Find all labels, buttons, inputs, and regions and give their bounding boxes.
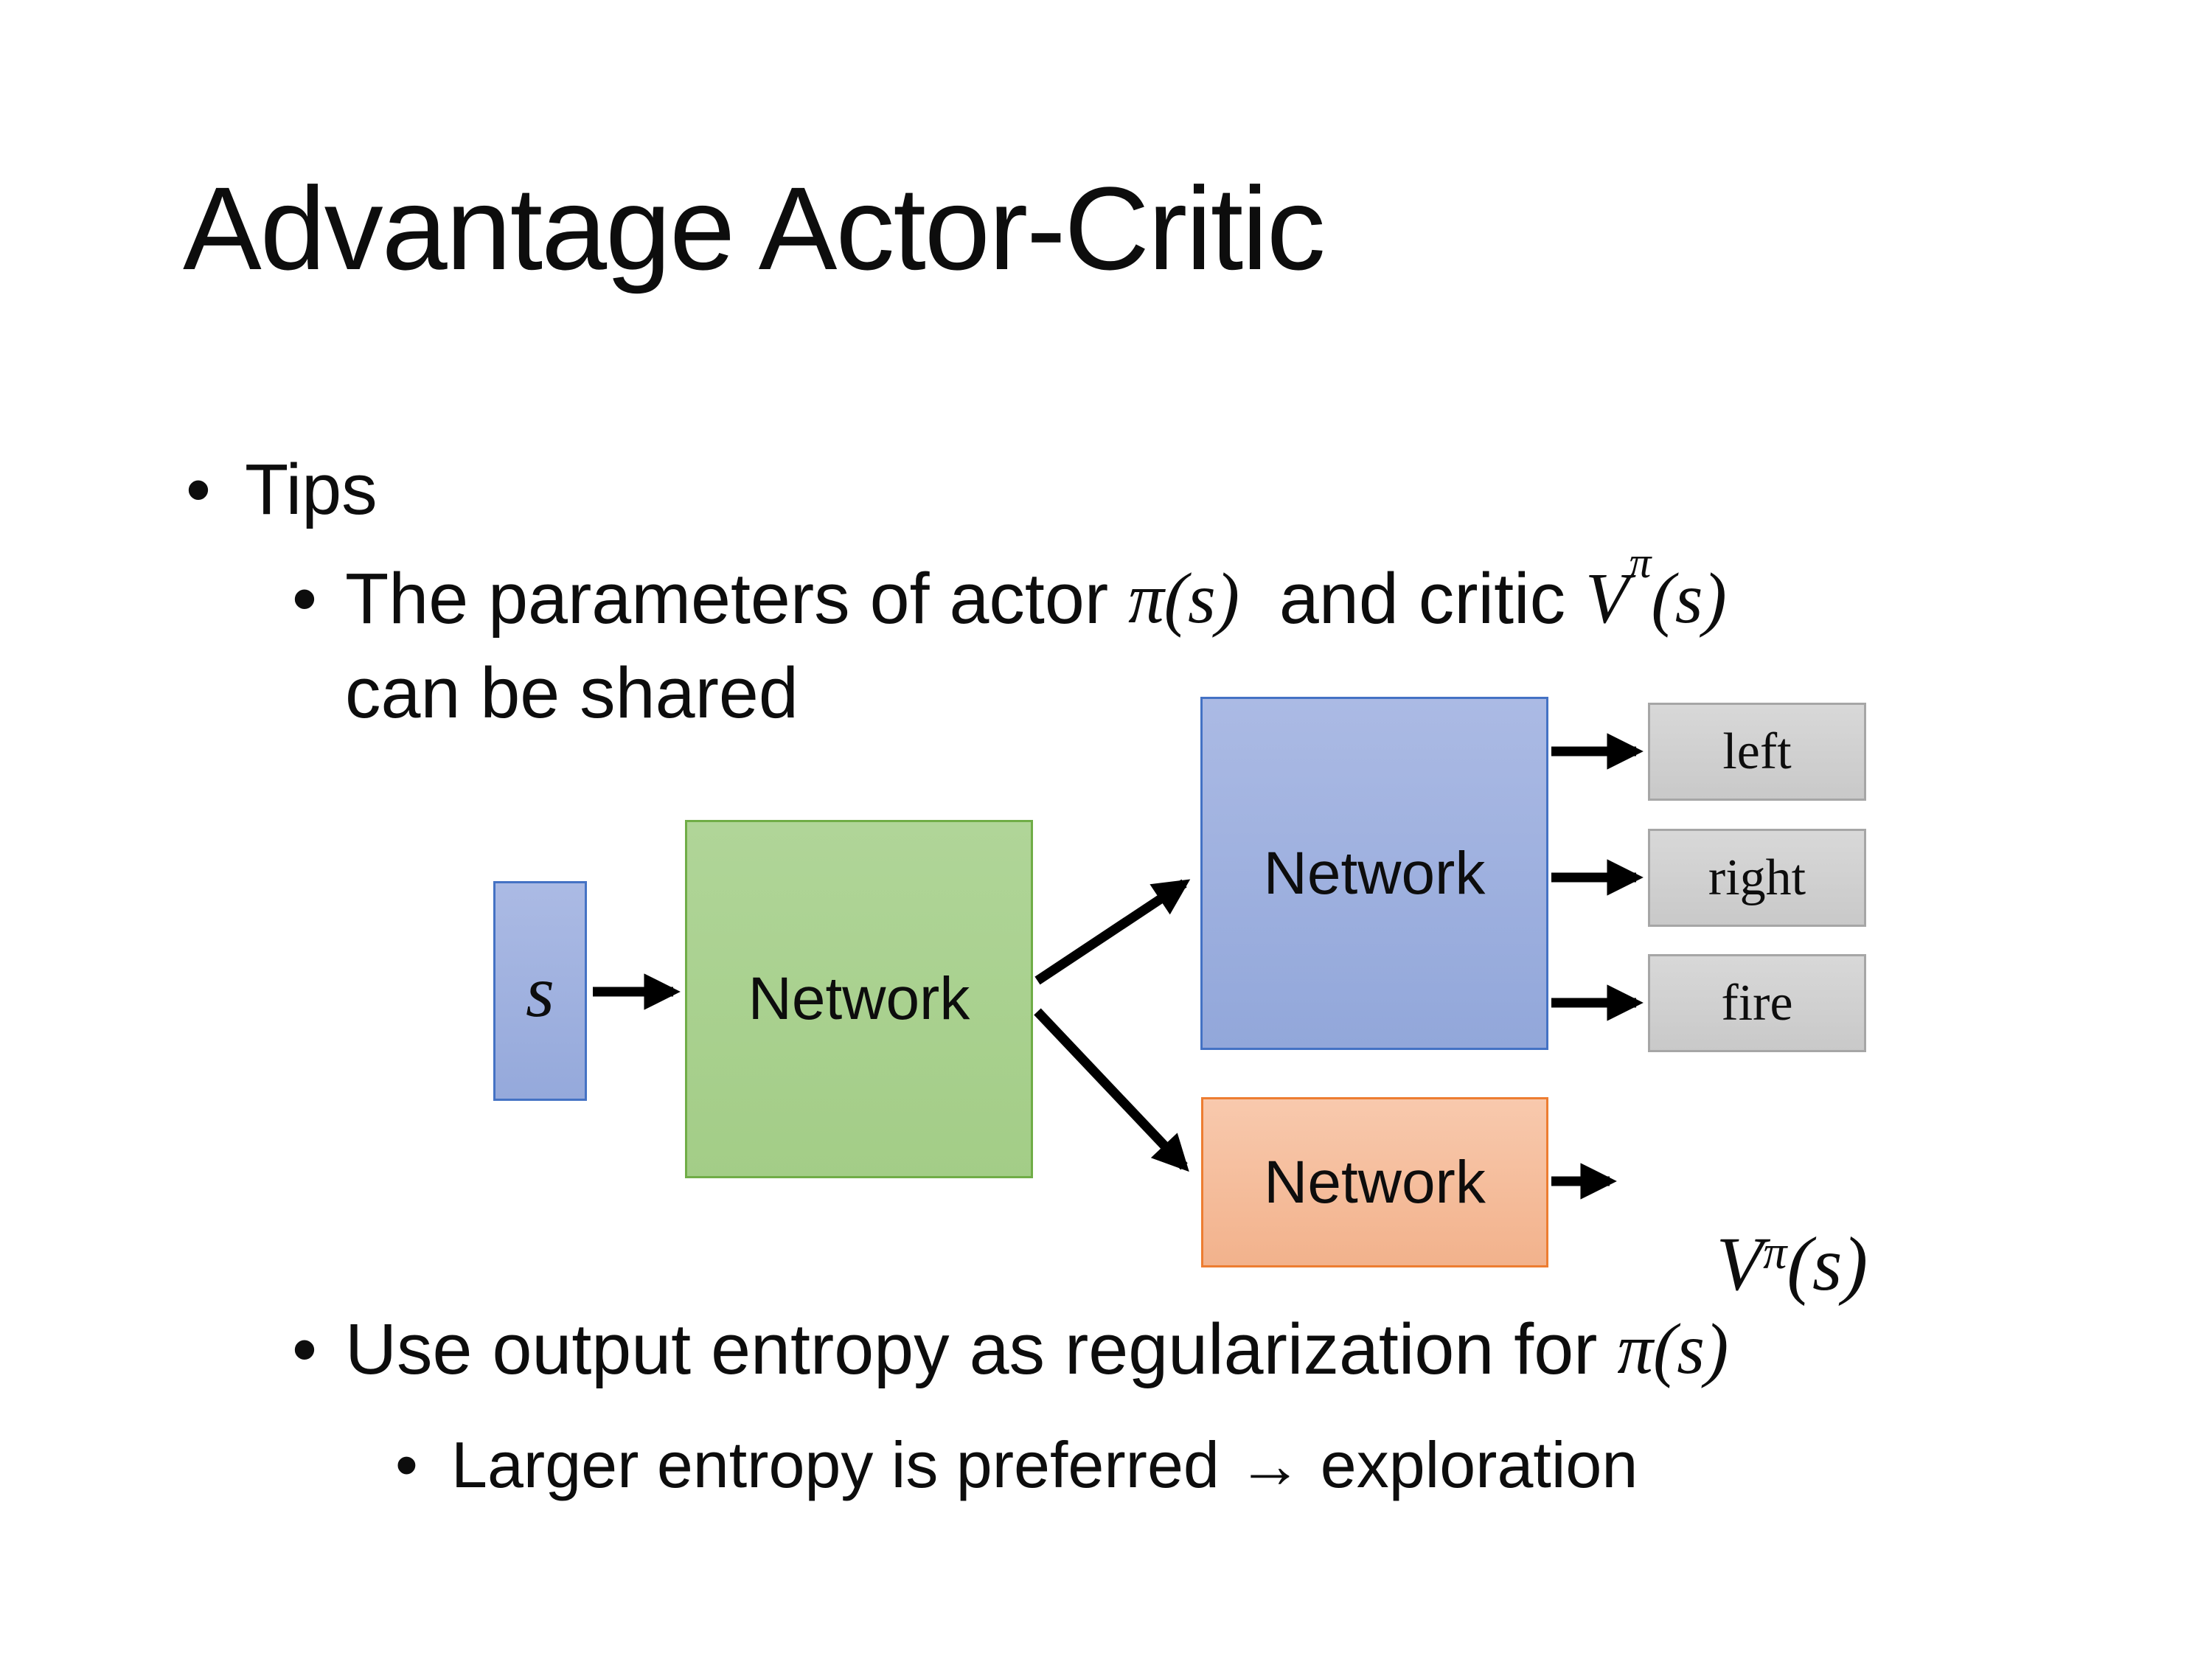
bullet-entropy: • Use output entropy as regularization fo… — [292, 1308, 1728, 1391]
bullet-dot: • — [292, 558, 317, 639]
action-right-label: right — [1708, 849, 1806, 906]
actor-network-label: Network — [1263, 839, 1486, 907]
bullet-tips: • Tips — [186, 448, 378, 531]
bullet-parameters-mid: and critic — [1239, 558, 1586, 639]
value-v: V — [1716, 1222, 1764, 1307]
action-box-fire: fire — [1648, 954, 1866, 1052]
bullet-parameters-line1: • The parameters of actor π(s) and critic… — [292, 538, 1727, 640]
arrow-shared-to-actor-network — [1034, 879, 1191, 985]
actor-policy-math: π(s) — [1128, 559, 1240, 638]
value-output-label: Vπ(s) — [1631, 1133, 1868, 1396]
action-fire-label: fire — [1721, 974, 1793, 1032]
action-box-right: right — [1648, 829, 1866, 927]
entropy-policy-math: π(s) — [1617, 1310, 1729, 1388]
state-label: s — [526, 950, 554, 1032]
bullet-parameters-pre: The parameters of actor — [345, 558, 1129, 639]
bullet-parameters-line2-text: can be shared — [345, 653, 799, 733]
actor-network-box: Network — [1200, 697, 1548, 1050]
critic-value-paren: (s) — [1651, 559, 1727, 638]
shared-network-box: Network — [685, 820, 1033, 1178]
critic-value-v: V — [1585, 559, 1630, 638]
bullet-entropy-pre: Use output entropy as regularization for — [345, 1309, 1618, 1389]
action-box-left: left — [1648, 703, 1866, 801]
bullet-dot: • — [292, 1309, 317, 1389]
critic-network-label: Network — [1264, 1148, 1486, 1216]
shared-network-label: Network — [748, 965, 970, 1032]
bullet-parameters-line2: can be shared — [345, 652, 799, 734]
page-title: Advantage Actor-Critic — [183, 162, 1326, 294]
bullet-dot: • — [395, 1428, 418, 1501]
arrow-shared-to-critic-network — [1034, 1008, 1189, 1172]
action-left-label: left — [1722, 723, 1792, 780]
critic-network-box: Network — [1201, 1097, 1548, 1267]
state-input-box: s — [493, 881, 587, 1101]
critic-value-sup: π — [1629, 538, 1652, 588]
bullet-tips-label: Tips — [245, 449, 378, 529]
bullet-exploration-text: Larger entropy is preferred → exploratio… — [451, 1428, 1638, 1501]
bullet-dot: • — [186, 449, 211, 529]
value-sup: π — [1763, 1225, 1787, 1279]
bullet-exploration: • Larger entropy is preferred → explorati… — [395, 1427, 1638, 1503]
value-paren: (s) — [1787, 1222, 1868, 1307]
